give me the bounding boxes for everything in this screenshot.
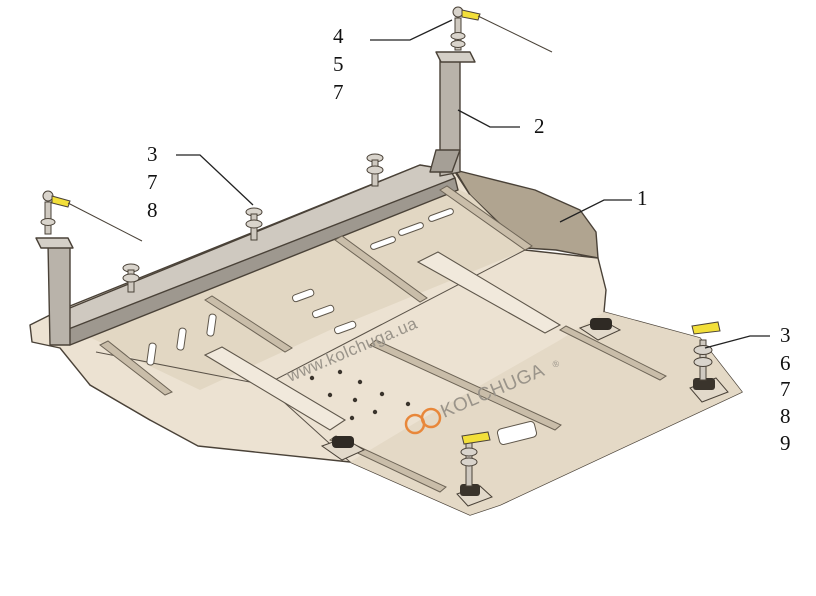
yellow-tag (461, 431, 491, 445)
vent-slot (398, 222, 424, 236)
callout-right-fastener-2: 6 (780, 351, 791, 375)
cage-nut (320, 436, 366, 461)
yellow-tag (461, 9, 481, 21)
hole (309, 375, 315, 381)
rib (334, 235, 428, 303)
vent-slot (291, 288, 315, 303)
hole (337, 369, 343, 375)
plate-front-shade (350, 312, 742, 515)
hole (379, 391, 385, 397)
bolt-axis (477, 15, 553, 53)
callout-top-bolt-3: 7 (333, 80, 344, 104)
washer (245, 219, 263, 229)
vent-slot (428, 208, 454, 222)
raised-panels (203, 251, 562, 431)
vent-slot (370, 236, 396, 250)
rib (204, 295, 293, 353)
callout-rail-fastener-3: 8 (147, 198, 158, 222)
cage-nut (689, 321, 729, 403)
oil-drain-window (496, 420, 538, 446)
raised-panel (416, 251, 562, 334)
bracket-tab (435, 51, 476, 63)
hole (327, 392, 333, 398)
vent-slot (146, 342, 157, 366)
washer (366, 165, 384, 175)
hole (357, 379, 363, 385)
yellow-tag (691, 321, 721, 335)
callout-right-fastener-1: 3 (780, 323, 791, 347)
washer (450, 32, 466, 40)
top-bolt (450, 6, 553, 53)
callout-top-bolt-1: 4 (333, 24, 344, 48)
callout-plate: 1 (637, 186, 648, 210)
callout-right-fastener-4: 8 (780, 404, 791, 428)
rib (439, 185, 533, 251)
left-bolt (40, 190, 143, 242)
bolt-stack (122, 263, 140, 293)
vent-slot (311, 304, 335, 319)
washer (40, 218, 56, 226)
registered-mark: ® (551, 358, 561, 370)
fasteners (40, 6, 553, 293)
bracket-foot (429, 149, 461, 173)
cage-nut (456, 431, 493, 507)
leader-top-bolt (370, 19, 453, 41)
leader-bracket (457, 109, 520, 128)
callout-top-bolt-2: 5 (333, 52, 344, 76)
bolt-axis (67, 202, 143, 242)
raised-panel (203, 346, 347, 431)
vent-slot (206, 313, 217, 337)
washer (122, 273, 140, 283)
rib (559, 325, 667, 381)
leader-plate (559, 199, 632, 223)
bolt-stack (245, 207, 263, 241)
leader-right-fastener (704, 335, 770, 349)
callout-bracket: 2 (534, 114, 545, 138)
cage-nut (578, 318, 622, 341)
callout-labels: 4 5 7 2 3 7 8 1 3 6 7 8 9 (147, 24, 791, 455)
hole (349, 415, 355, 421)
hole (352, 397, 358, 403)
cage-nuts (320, 318, 729, 507)
callout-rail-fastener-2: 7 (147, 170, 158, 194)
rib (99, 340, 173, 396)
callout-right-fastener-5: 9 (780, 431, 791, 455)
callout-rail-fastener-1: 3 (147, 142, 158, 166)
leader-lines (176, 19, 770, 349)
kolchuga-logo (404, 407, 442, 435)
leader-rail-fastener (176, 154, 254, 206)
washer (450, 40, 466, 48)
vent-slot (176, 327, 187, 351)
bracket-upright (47, 243, 71, 346)
callout-right-fastener-3: 7 (780, 377, 791, 401)
bolt-stack (366, 153, 384, 187)
plate-rear-slope (85, 180, 525, 390)
vent-slots (146, 208, 538, 446)
hole (405, 401, 411, 407)
yellow-tag (51, 195, 71, 208)
vent-slot (333, 320, 357, 335)
bracket-tab (35, 237, 74, 249)
mount-holes (309, 369, 411, 421)
hole (372, 409, 378, 415)
bracket-right (429, 51, 476, 177)
bracket-left (35, 237, 74, 346)
rib (369, 339, 562, 431)
